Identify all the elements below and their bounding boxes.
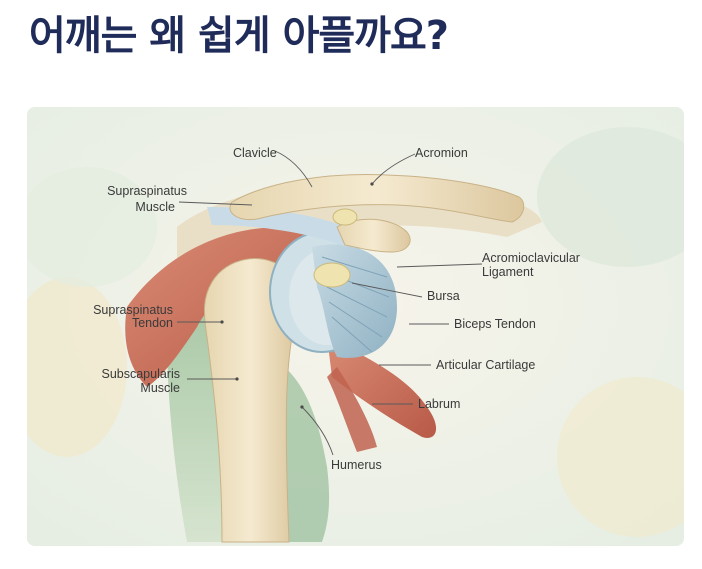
shoulder-diagram-svg: Clavicle Acromion Supraspinatus Muscle A… [27,107,684,546]
tendon-fibers [321,256,390,353]
labrum-muscle-band [327,367,377,452]
page-title: 어깨는 왜 쉽게 아플까요? [29,13,449,59]
label-supraspinatus-muscle-2: Muscle [135,200,175,214]
label-acromion: Acromion [415,146,468,160]
label-ac-ligament-2: Ligament [482,265,534,279]
label-labrum: Labrum [418,397,460,411]
tendon-dot [220,320,224,324]
bursa [313,262,351,288]
humerus-leader [301,406,334,456]
label-articular-cartilage: Articular Cartilage [436,358,535,372]
biceps-muscle [327,337,437,438]
acromion-dot [370,182,374,186]
acromion-bone [336,218,411,253]
label-supraspinatus-muscle-1: Supraspinatus [107,184,187,198]
upper-bursa [332,208,358,226]
bursa-leader [351,282,423,298]
acromion-leader [371,153,416,185]
label-subscapularis-2: Muscle [140,381,180,395]
humerus-dot [300,405,304,409]
label-bursa: Bursa [427,289,460,303]
bg-blob [537,127,684,267]
label-ac-ligament-1: Acromioclavicular [482,251,580,265]
clavicle-leader [274,150,313,188]
label-biceps-tendon: Biceps Tendon [454,317,536,331]
bg-blob [557,377,684,537]
label-humerus: Humerus [331,458,382,472]
subscapularis-dot [235,377,239,381]
bg-blob [27,167,157,287]
bg-blob [27,277,127,457]
label-supraspinatus-tendon-1: Supraspinatus [93,303,173,317]
supraspinatus-muscle-leader [178,201,253,206]
ac-ligament-leader [396,263,483,268]
label-subscapularis-1: Subscapularis [101,367,180,381]
label-supraspinatus-tendon-2: Tendon [132,316,173,330]
clavicle-bone [229,174,525,223]
shoulder-anatomy-illustration: Clavicle Acromion Supraspinatus Muscle A… [27,107,684,546]
label-clavicle: Clavicle [233,146,277,160]
